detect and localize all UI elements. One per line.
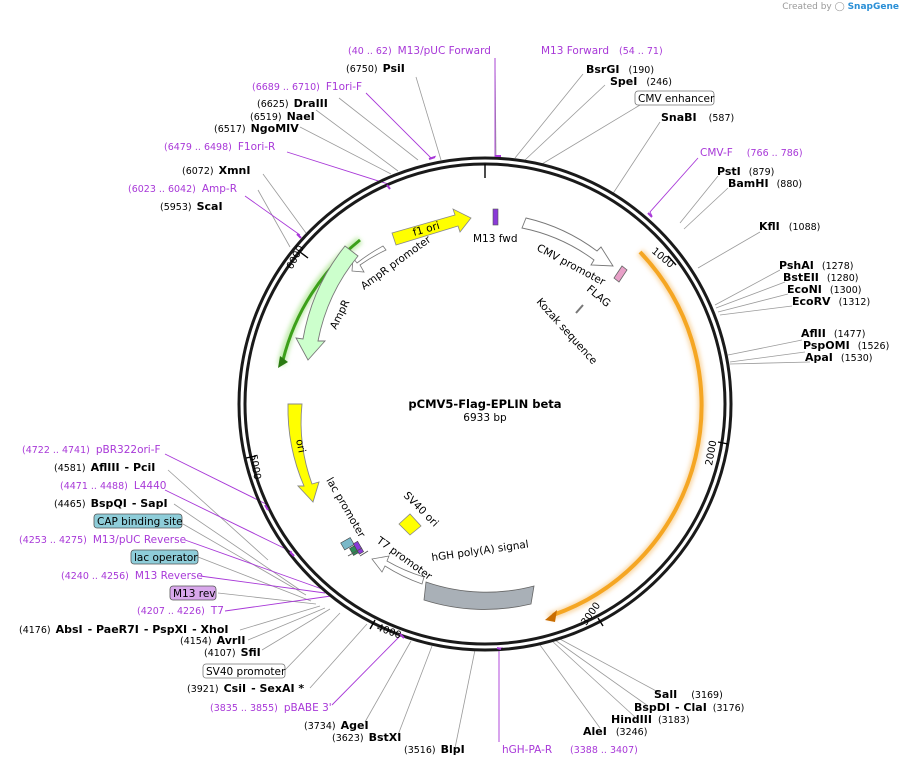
m13-fwd-marker — [492, 208, 499, 226]
flag-marker — [613, 265, 628, 283]
label-pspomi: PspOMI(1526) — [803, 339, 889, 352]
label-hindiii: HindIII(3183) — [611, 713, 690, 726]
label-sv40-promoter: SV40 promoter — [206, 666, 286, 678]
plasmid-name: pCMV5-Flag-EPLIN beta — [408, 397, 561, 411]
snapgene-credit: Created by ◯ SnapGene — [782, 2, 899, 12]
outer-labels: (40 .. 62)M13/pUC Forward M13 Forward(54… — [19, 45, 889, 756]
label-ngomiv: (6517)NgoMIV — [214, 122, 299, 135]
backbone-outer — [237, 156, 733, 652]
label-avrii: (4154)AvrII — [180, 634, 246, 647]
label-psii: (6750)PsiI — [346, 62, 405, 75]
hgh-polya-marker — [423, 581, 535, 610]
label-econi: EcoNI(1300) — [787, 283, 861, 296]
lac-cluster — [340, 537, 369, 557]
label-bstxi: (3623)BstXI — [332, 731, 401, 744]
label-lac-operator: lac operator — [134, 552, 198, 564]
tick-marks — [245, 164, 729, 630]
cap-binding-site-box — [93, 513, 183, 529]
label-m13-forward: M13 Forward(54 .. 71) — [541, 45, 663, 57]
label-naei: (6519)NaeI — [250, 110, 315, 123]
eplin-cds-arrowhead — [545, 610, 557, 622]
f1-ori-arrow — [391, 208, 472, 246]
label-pshai: PshAI(1278) — [779, 259, 853, 272]
label-aflii: AflII(1477) — [801, 327, 865, 340]
sv40-ori-marker — [398, 513, 422, 536]
label-m13-puc-reverse: (4253 .. 4275)M13/pUC Reverse — [19, 534, 186, 546]
label-t7: (4207 .. 4226)T7 — [137, 605, 224, 617]
label-absi: (4176)AbsI- PaeR7I- PspXI- XhoI — [19, 623, 229, 636]
label-bsrgi: BsrGI(190) — [586, 63, 654, 76]
label-cap-binding-site: CAP binding site — [97, 516, 183, 528]
cmv-enhancer-box — [634, 90, 715, 106]
label-cmv-enhancer: CMV enhancer — [638, 93, 715, 105]
label-csii: (3921)CsiI- SexAI * — [187, 682, 304, 695]
label-snabi: SnaBI(587) — [661, 111, 734, 124]
tick-label: 5000 — [247, 454, 262, 481]
t7-promoter-arrow — [371, 555, 425, 585]
label-xmni: (6072)XmnI — [182, 164, 250, 177]
credit-brand: SnapGene — [847, 2, 899, 12]
tick-label: 2000 — [704, 440, 719, 467]
leader-lines — [167, 57, 811, 749]
m13-fwd-label: M13 fwd — [473, 233, 518, 245]
label-m13-rev: M13 rev — [173, 588, 216, 600]
label-agei: (3734)AgeI — [304, 719, 369, 732]
label-kfli: KflI(1088) — [759, 220, 820, 233]
label-f1ori-f: (6689 .. 6710)F1ori-F — [252, 81, 362, 93]
ori-label: ori — [293, 438, 308, 454]
plasmid-size: 6933 bp — [463, 412, 507, 424]
hgh-label: hGH poly(A) signal — [431, 538, 530, 564]
label-m13-reverse: (4240 .. 4256)M13 Reverse — [61, 570, 203, 582]
label-apai: ApaI(1530) — [805, 351, 873, 364]
label-hgh-pa-r: hGH-PA-R — [502, 744, 552, 756]
credit-prefix: Created by — [782, 2, 832, 12]
label-sfii: (4107)SfiI — [204, 646, 261, 659]
label-l4440: (4471 .. 4488)L4440 — [60, 480, 166, 492]
label-f1ori-r: (6479 .. 6498)F1ori-R — [164, 141, 275, 153]
label-pbabe-3: (3835 .. 3855)pBABE 3' — [210, 702, 332, 714]
label-bspqi: (4465)BspQI- SapI — [54, 497, 168, 510]
label-blpi: (3516)BlpI — [404, 743, 465, 756]
label-afliii: (4581)AflIII- PciI — [54, 461, 155, 474]
label-pbr322ori-f: (4722 .. 4741)pBR322ori-F — [22, 444, 161, 456]
label-ecorv: EcoRV(1312) — [792, 295, 870, 308]
label-alei: AleI(3246) — [583, 725, 647, 738]
label-bamhi: BamHI(880) — [728, 177, 802, 190]
ampr-arrow — [295, 245, 359, 361]
ori-arrow — [287, 403, 320, 503]
label-m13-puc-forward: (40 .. 62)M13/pUC Forward — [348, 45, 491, 57]
snapgene-logo-icon: ◯ — [834, 2, 845, 12]
cmv-promoter-arrow — [521, 217, 614, 267]
ampr-promoter-arrow — [351, 245, 387, 273]
label-sali: SalI(3169) — [654, 688, 723, 701]
label-spei: SpeI(246) — [610, 75, 672, 88]
lac-promoter-label: lac promoter — [323, 476, 367, 541]
lac-operator-box — [130, 549, 199, 565]
label-scai: (5953)ScaI — [160, 200, 223, 213]
label-psti: PstI(879) — [717, 165, 774, 178]
label-bspdi: BspDI- ClaI(3176) — [634, 701, 744, 714]
tick-label: 4000 — [375, 622, 403, 641]
label-amp-r: (6023 .. 6042)Amp-R — [128, 183, 237, 195]
flag-label: FLAG — [584, 283, 613, 310]
label-bsteii: BstEII(1280) — [783, 271, 858, 284]
ring-marks — [264, 155, 653, 650]
label-cmv-f: CMV-F(766 .. 786) — [700, 147, 803, 159]
ampr-label: AmpR — [328, 298, 353, 331]
eplin-cds-arrow — [552, 250, 704, 617]
green-feature-arrowhead — [278, 356, 288, 368]
kozak-label: Kozak sequence — [534, 296, 600, 367]
label-hgh-pa-r-pos: (3388 .. 3407) — [570, 745, 638, 756]
kozak-marker — [575, 304, 584, 314]
m13-rev-box — [169, 585, 217, 601]
label-draiii: (6625)DraIII — [257, 97, 328, 110]
sv40-promoter-box — [202, 663, 286, 679]
